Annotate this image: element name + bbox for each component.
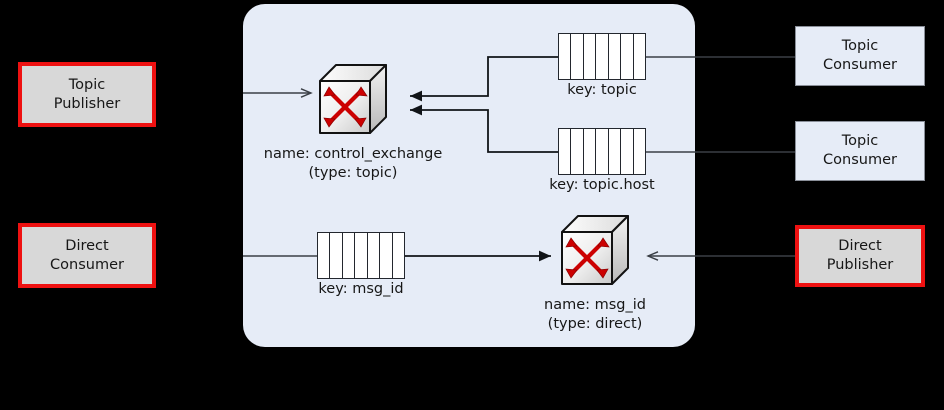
queue-cell (634, 34, 645, 79)
endpoint-topic-consumer-1[interactable]: Topic Consumer (795, 26, 925, 86)
endpoint-label-line2: Consumer (50, 256, 124, 273)
queue-cell (318, 233, 331, 278)
endpoint-label-line2: Publisher (826, 257, 894, 273)
endpoint-label-line2: Consumer (823, 152, 897, 168)
queue-cell (596, 129, 609, 174)
queue-topic-host[interactable]: key: topic.host (549, 128, 655, 193)
endpoint-label-line1: Topic (68, 76, 106, 93)
queue-label: key: topic.host (549, 177, 655, 193)
exchange-switch-icon (319, 64, 387, 134)
queue-cell (380, 233, 393, 278)
endpoint-label-line2: Consumer (823, 57, 897, 73)
queue-topic[interactable]: key: topic (558, 33, 646, 98)
queue-cell (596, 34, 609, 79)
queue-msg-id[interactable]: key: msg_id (317, 232, 405, 297)
endpoint-label-line1: Topic (841, 38, 879, 55)
exchange-control-exchange[interactable]: name: control_exchange (type: topic) (264, 61, 442, 181)
endpoint-label-line1: Direct (65, 237, 109, 254)
queue-cell (634, 129, 645, 174)
queue-cell (621, 129, 634, 174)
endpoint-label-line1: Topic (841, 133, 879, 150)
exchange-label: name: control_exchange (type: topic) (264, 145, 442, 183)
queue-cell (571, 129, 584, 174)
queue-cell (355, 233, 368, 278)
exchange-msg-id[interactable]: name: msg_id (type: direct) (544, 212, 646, 332)
queue-cell (559, 34, 572, 79)
queue-cell (393, 233, 404, 278)
endpoint-label-line2: Publisher (53, 95, 121, 112)
queue-cell (609, 129, 622, 174)
queue-cells (558, 128, 646, 175)
endpoint-topic-consumer-2[interactable]: Topic Consumer (795, 121, 925, 181)
queue-cell (368, 233, 381, 278)
queue-cells (317, 232, 405, 279)
endpoint-direct-publisher[interactable]: Direct Publisher (795, 225, 925, 287)
exchange-label-line1: name: control_exchange (263, 146, 443, 162)
exchange-label-line2: (type: direct) (547, 315, 643, 332)
exchange-label-line2: (type: topic) (308, 164, 398, 181)
queue-cell (343, 233, 356, 278)
exchange-switch-icon (561, 215, 629, 285)
exchange-label-line1: name: msg_id (544, 297, 646, 313)
endpoint-direct-consumer[interactable]: Direct Consumer (18, 223, 156, 288)
exchange-label: name: msg_id (type: direct) (544, 296, 646, 334)
queue-cells (558, 33, 646, 80)
queue-cell (571, 34, 584, 79)
queue-label: key: msg_id (318, 281, 404, 297)
queue-cell (584, 129, 597, 174)
queue-cell (559, 129, 572, 174)
queue-cell (584, 34, 597, 79)
queue-cell (609, 34, 622, 79)
endpoint-topic-publisher[interactable]: Topic Publisher (18, 62, 156, 127)
endpoint-label-line1: Direct (838, 238, 882, 255)
queue-label: key: topic (567, 82, 637, 98)
queue-cell (621, 34, 634, 79)
queue-cell (330, 233, 343, 278)
